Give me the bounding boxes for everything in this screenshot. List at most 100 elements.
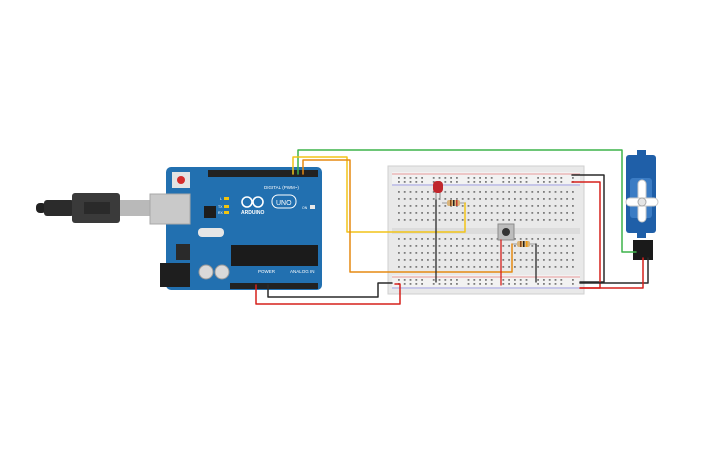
breadboard-hole[interactable] <box>502 181 505 183</box>
breadboard-hole[interactable] <box>572 259 574 261</box>
breadboard-hole[interactable] <box>514 205 516 207</box>
breadboard-hole[interactable] <box>502 219 505 221</box>
breadboard-hole[interactable] <box>537 212 539 214</box>
breadboard-hole[interactable] <box>485 238 487 240</box>
breadboard-hole[interactable] <box>531 198 534 200</box>
breadboard-hole[interactable] <box>508 219 510 221</box>
breadboard-hole[interactable] <box>456 177 458 179</box>
breadboard-hole[interactable] <box>485 205 487 207</box>
breadboard-hole[interactable] <box>560 259 563 261</box>
breadboard-hole[interactable] <box>456 212 458 214</box>
breadboard-hole[interactable] <box>548 279 551 281</box>
breadboard-hole[interactable] <box>490 181 493 183</box>
breadboard-hole[interactable] <box>398 238 400 240</box>
breadboard-hole[interactable] <box>461 212 464 214</box>
breadboard-hole[interactable] <box>496 219 499 221</box>
breadboard-hole[interactable] <box>479 266 481 268</box>
breadboard-hole[interactable] <box>398 212 400 214</box>
breadboard-hole[interactable] <box>543 245 545 247</box>
breadboard-hole[interactable] <box>398 245 400 247</box>
breadboard-hole[interactable] <box>548 283 551 285</box>
pushbutton[interactable] <box>497 223 515 241</box>
breadboard-hole[interactable] <box>403 279 406 281</box>
breadboard-hole[interactable] <box>560 219 563 221</box>
breadboard-hole[interactable] <box>514 283 516 285</box>
breadboard-hole[interactable] <box>409 266 412 268</box>
breadboard-hole[interactable] <box>450 181 452 183</box>
breadboard-hole[interactable] <box>537 191 539 193</box>
breadboard-hole[interactable] <box>537 219 539 221</box>
breadboard-hole[interactable] <box>496 205 499 207</box>
breadboard-hole[interactable] <box>415 245 418 247</box>
breadboard-hole[interactable] <box>572 212 574 214</box>
breadboard-hole[interactable] <box>490 191 493 193</box>
breadboard-hole[interactable] <box>473 181 476 183</box>
breadboard-hole[interactable] <box>415 252 418 254</box>
breadboard-hole[interactable] <box>444 219 447 221</box>
breadboard-hole[interactable] <box>415 238 418 240</box>
breadboard-hole[interactable] <box>479 191 481 193</box>
breadboard-hole[interactable] <box>403 205 406 207</box>
breadboard-hole[interactable] <box>537 252 539 254</box>
servo-motor[interactable] <box>625 150 659 260</box>
breadboard-hole[interactable] <box>403 191 406 193</box>
breadboard-hole[interactable] <box>432 238 435 240</box>
breadboard-hole[interactable] <box>421 266 423 268</box>
breadboard-hole[interactable] <box>496 245 499 247</box>
breadboard-hole[interactable] <box>415 259 418 261</box>
breadboard-hole[interactable] <box>438 283 441 285</box>
breadboard-hole[interactable] <box>485 279 487 281</box>
breadboard-hole[interactable] <box>548 198 551 200</box>
breadboard-hole[interactable] <box>444 238 447 240</box>
breadboard-hole[interactable] <box>502 245 505 247</box>
wire-yellow-led[interactable] <box>292 156 466 233</box>
breadboard-hole[interactable] <box>467 279 470 281</box>
breadboard-hole[interactable] <box>537 266 539 268</box>
breadboard-hole[interactable] <box>514 198 516 200</box>
breadboard-hole[interactable] <box>403 245 406 247</box>
breadboard-hole[interactable] <box>415 212 418 214</box>
breadboard-hole[interactable] <box>432 245 435 247</box>
pushbutton-cap[interactable] <box>502 228 510 236</box>
breadboard-hole[interactable] <box>421 191 423 193</box>
breadboard-hole[interactable] <box>560 283 563 285</box>
breadboard-hole[interactable] <box>496 259 499 261</box>
breadboard-hole[interactable] <box>554 252 557 254</box>
breadboard-hole[interactable] <box>508 245 510 247</box>
breadboard-hole[interactable] <box>473 212 476 214</box>
breadboard-hole[interactable] <box>432 279 435 281</box>
breadboard-hole[interactable] <box>485 266 487 268</box>
breadboard-hole[interactable] <box>444 259 447 261</box>
breadboard-hole[interactable] <box>502 177 505 179</box>
breadboard-hole[interactable] <box>479 259 481 261</box>
breadboard-hole[interactable] <box>473 198 476 200</box>
breadboard-hole[interactable] <box>519 205 522 207</box>
breadboard-hole[interactable] <box>508 198 510 200</box>
breadboard-hole[interactable] <box>519 279 522 281</box>
breadboard-hole[interactable] <box>467 181 470 183</box>
breadboard-hole[interactable] <box>572 279 574 281</box>
breadboard-hole[interactable] <box>566 198 568 200</box>
arduino-uno[interactable]: DIGITAL (PWM~) UNO ARDUINO TX RX ON L PO… <box>149 167 322 290</box>
breadboard-hole[interactable] <box>432 283 435 285</box>
breadboard-hole[interactable] <box>409 245 412 247</box>
breadboard-hole[interactable] <box>502 259 505 261</box>
breadboard-hole[interactable] <box>543 238 545 240</box>
breadboard-hole[interactable] <box>438 252 441 254</box>
wire-green-servo-signal[interactable] <box>297 149 637 253</box>
wire-black-servo-gnd[interactable] <box>579 257 649 284</box>
breadboard-hole[interactable] <box>438 245 441 247</box>
breadboard-hole[interactable] <box>409 191 412 193</box>
breadboard-hole[interactable] <box>421 283 423 285</box>
breadboard-hole[interactable] <box>496 191 499 193</box>
breadboard-hole[interactable] <box>525 279 528 281</box>
breadboard-hole[interactable] <box>421 279 423 281</box>
breadboard-hole[interactable] <box>496 252 499 254</box>
breadboard-hole[interactable] <box>548 259 551 261</box>
breadboard-hole[interactable] <box>403 266 406 268</box>
breadboard-hole[interactable] <box>514 219 516 221</box>
breadboard-hole[interactable] <box>479 279 481 281</box>
breadboard-hole[interactable] <box>560 177 563 179</box>
breadboard-hole[interactable] <box>531 238 534 240</box>
breadboard-hole[interactable] <box>398 259 400 261</box>
